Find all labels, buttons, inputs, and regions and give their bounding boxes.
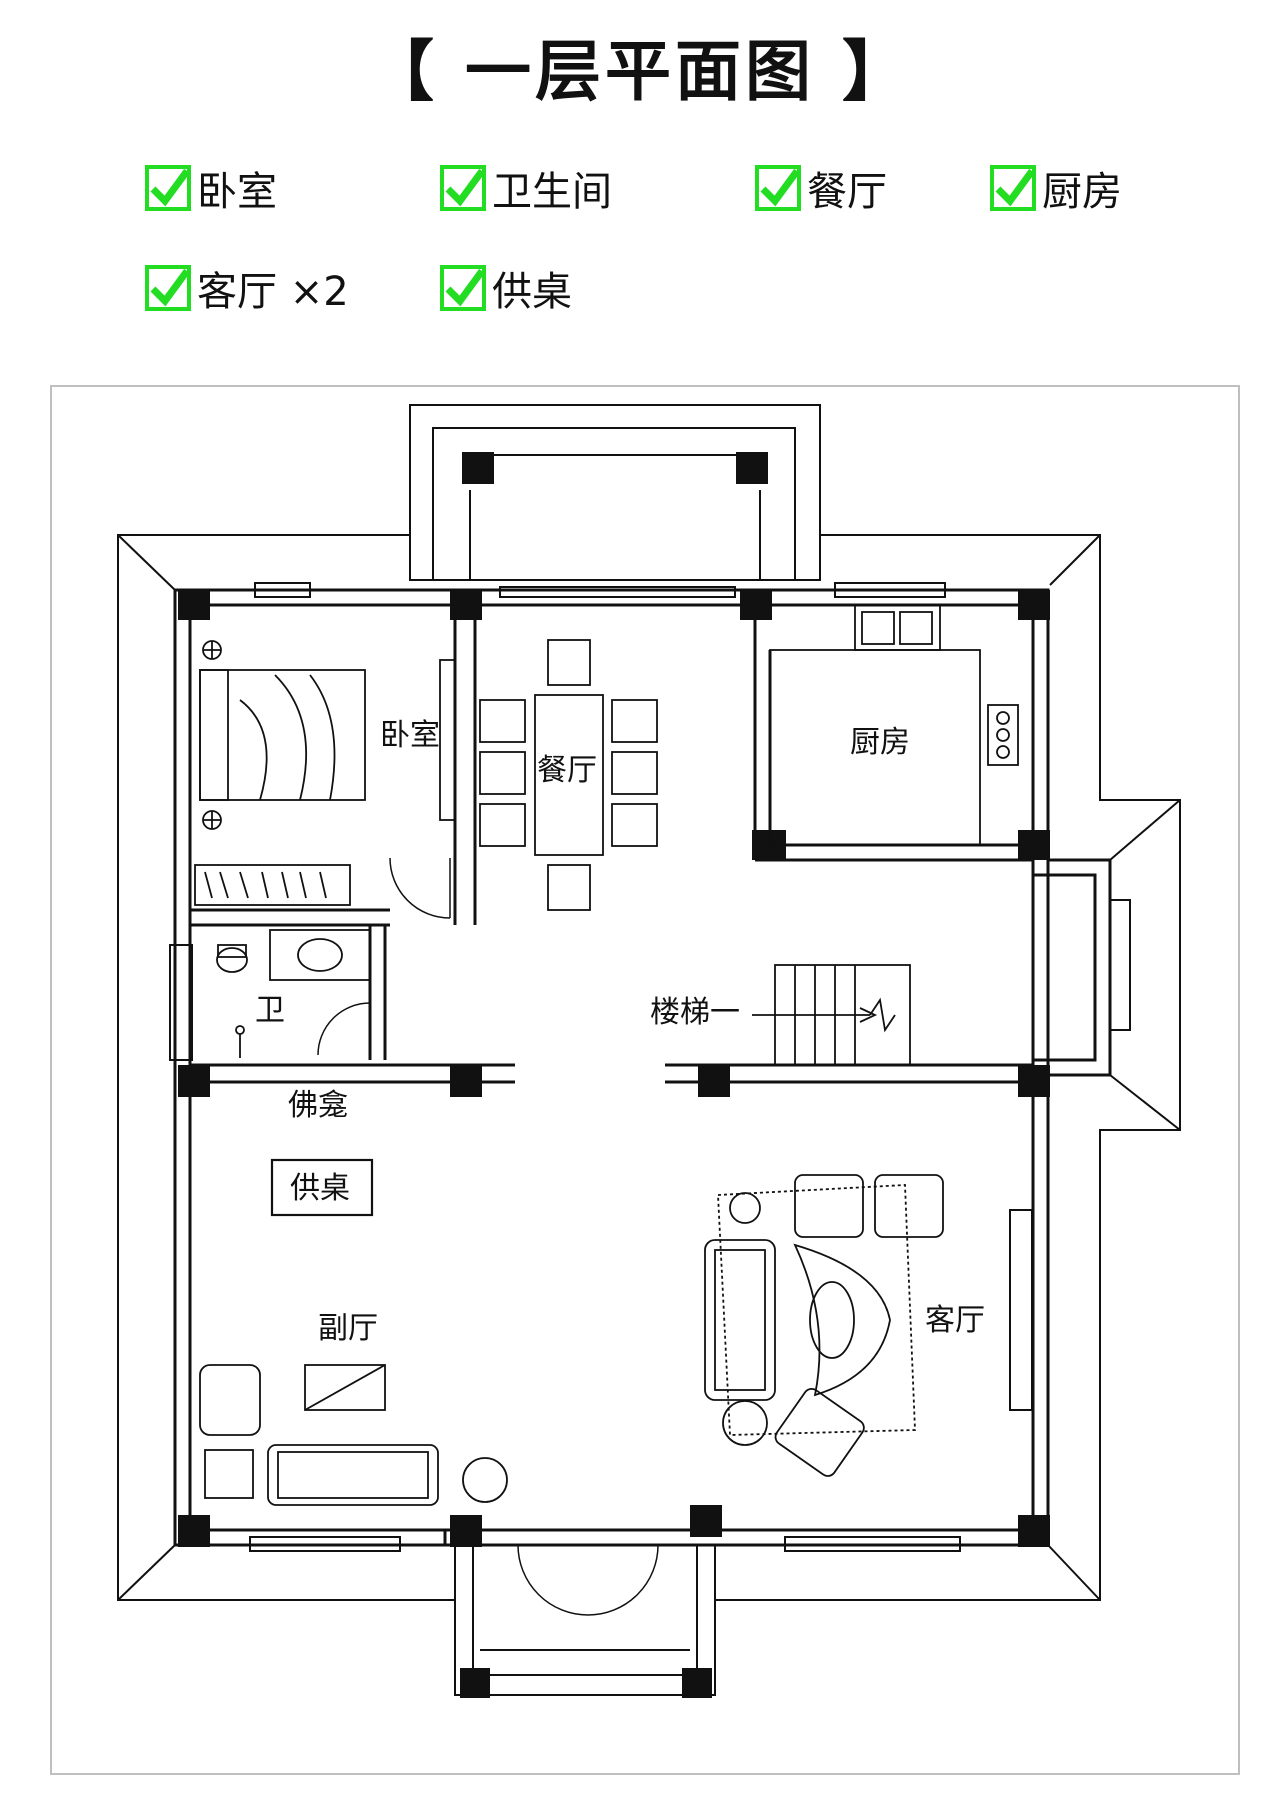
structural-columns xyxy=(178,452,1050,1698)
entrance-porch xyxy=(454,1544,716,1696)
side-hall-furniture xyxy=(199,1364,508,1506)
room-legend: 卧室 卫生间 餐厅 厨房 客厅 ×2 供桌 xyxy=(0,150,1280,320)
legend-item-bedroom: 卧室 xyxy=(145,160,277,216)
page-title: 【 一层平面图 】 xyxy=(368,33,912,110)
kitchen-counter xyxy=(769,604,1019,846)
checkmark-icon xyxy=(990,165,1036,211)
label-dining: 餐厅 xyxy=(537,753,597,788)
legend-item-dining: 餐厅 xyxy=(755,160,887,216)
label-living-room: 客厅 xyxy=(925,1303,985,1338)
eaves-outline xyxy=(117,534,1181,1601)
label-bedroom: 卧室 xyxy=(380,718,440,753)
staircase xyxy=(752,964,911,1066)
label-kitchen: 厨房 xyxy=(850,725,910,760)
checkmark-icon xyxy=(440,165,486,211)
wardrobe xyxy=(194,864,351,906)
label-side-hall: 副厅 xyxy=(318,1311,378,1346)
label-bathroom: 卫 xyxy=(255,993,285,1028)
living-room-furniture xyxy=(704,1174,944,1477)
windows xyxy=(169,582,1131,1552)
legend-label: 卫生间 xyxy=(492,169,612,215)
legend-label: 餐厅 xyxy=(807,169,887,215)
legend-item-living: 客厅 ×2 xyxy=(145,260,349,316)
doors xyxy=(317,857,659,1616)
altar-table-outline xyxy=(270,1158,374,1217)
label-altar: 供桌 xyxy=(290,1171,350,1206)
dining-table-set xyxy=(479,639,658,911)
tv-cabinet-bedroom xyxy=(439,659,456,821)
legend-label: 厨房 xyxy=(1042,169,1122,215)
exterior-walls xyxy=(173,588,1112,1547)
label-stairs: 楼梯一 xyxy=(650,995,740,1030)
label-shrine: 佛龛 xyxy=(288,1088,348,1123)
legend-item-bathroom: 卫生间 xyxy=(440,160,612,216)
checkmark-icon xyxy=(440,265,486,311)
double-bed xyxy=(199,640,366,830)
legend-item-altar: 供桌 xyxy=(440,260,572,316)
checkmark-icon xyxy=(145,165,191,211)
checkmark-icon xyxy=(145,265,191,311)
top-porch xyxy=(409,404,821,581)
legend-label: 供桌 xyxy=(492,269,572,315)
legend-item-kitchen: 厨房 xyxy=(990,160,1122,216)
legend-label: 客厅 ×2 xyxy=(197,269,349,315)
floor-plan-frame xyxy=(50,385,1240,1775)
checkmark-icon xyxy=(755,165,801,211)
legend-label: 卧室 xyxy=(197,169,277,215)
bathroom-fixtures xyxy=(216,929,371,1058)
